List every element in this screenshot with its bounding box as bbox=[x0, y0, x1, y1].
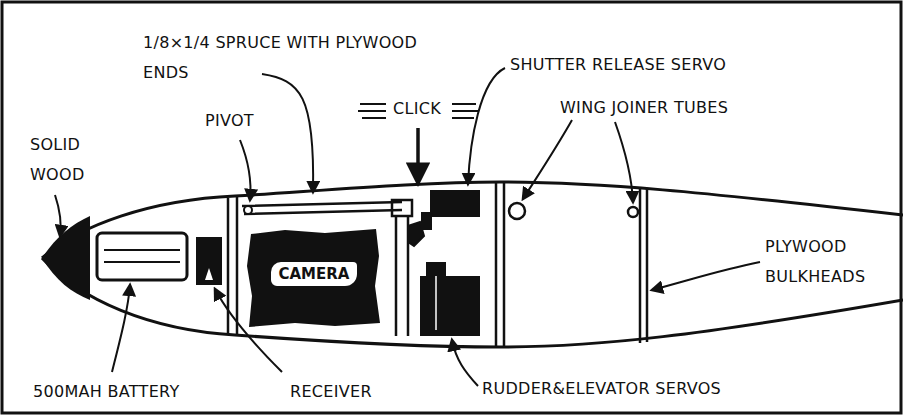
part-label: PLYWOOD BULKHEADS bbox=[765, 232, 885, 292]
bulkhead bbox=[496, 183, 504, 347]
support-post bbox=[396, 216, 408, 336]
leader-line bbox=[615, 122, 633, 202]
leader-line bbox=[652, 262, 760, 290]
node-title: CAMERA bbox=[271, 262, 358, 286]
part-label: CLICK bbox=[393, 94, 453, 124]
click-marks bbox=[452, 104, 478, 118]
wing-tube bbox=[628, 207, 638, 217]
part-label: SHUTTER RELEASE SERVO bbox=[510, 50, 810, 80]
leader-line bbox=[452, 340, 478, 386]
receiver-box bbox=[196, 237, 222, 285]
bulkhead bbox=[640, 187, 647, 343]
part-label: RECEIVER bbox=[290, 377, 430, 407]
part-label: RUDDER&ELEVATOR SERVOS bbox=[482, 374, 782, 404]
leader-line bbox=[468, 68, 505, 184]
nose-block bbox=[42, 216, 90, 300]
part-label: SOLID WOOD bbox=[30, 130, 100, 190]
leader-line bbox=[240, 140, 251, 200]
spruce-rail bbox=[242, 202, 402, 214]
part-label: 500MAH BATTERY bbox=[33, 377, 233, 407]
shutter-servo bbox=[430, 190, 480, 217]
servo-detail bbox=[435, 276, 437, 330]
camera-body: CAMERA bbox=[245, 226, 383, 330]
leader-line bbox=[262, 74, 313, 192]
part-label: WING JOINER TUBES bbox=[560, 93, 840, 123]
battery-pack bbox=[97, 233, 187, 280]
camera-fill bbox=[247, 229, 380, 327]
battery-detail bbox=[104, 250, 180, 262]
click-arrow bbox=[416, 128, 420, 182]
plywood-end bbox=[392, 200, 412, 216]
part-label: PIVOT bbox=[205, 106, 275, 136]
wing-tube bbox=[509, 203, 525, 219]
servo-arm bbox=[421, 212, 432, 230]
rudder-elevator-servo bbox=[420, 276, 480, 336]
leader-line bbox=[55, 195, 61, 236]
leader-line bbox=[112, 285, 130, 372]
receiver-detail bbox=[205, 268, 213, 280]
leader-line bbox=[523, 120, 572, 199]
pivot-point bbox=[244, 206, 252, 214]
click-marks bbox=[358, 104, 386, 118]
part-label: 1/8×1/4 SPRUCE WITH PLYWOOD ENDS bbox=[143, 28, 463, 88]
servo-arm bbox=[426, 262, 446, 278]
